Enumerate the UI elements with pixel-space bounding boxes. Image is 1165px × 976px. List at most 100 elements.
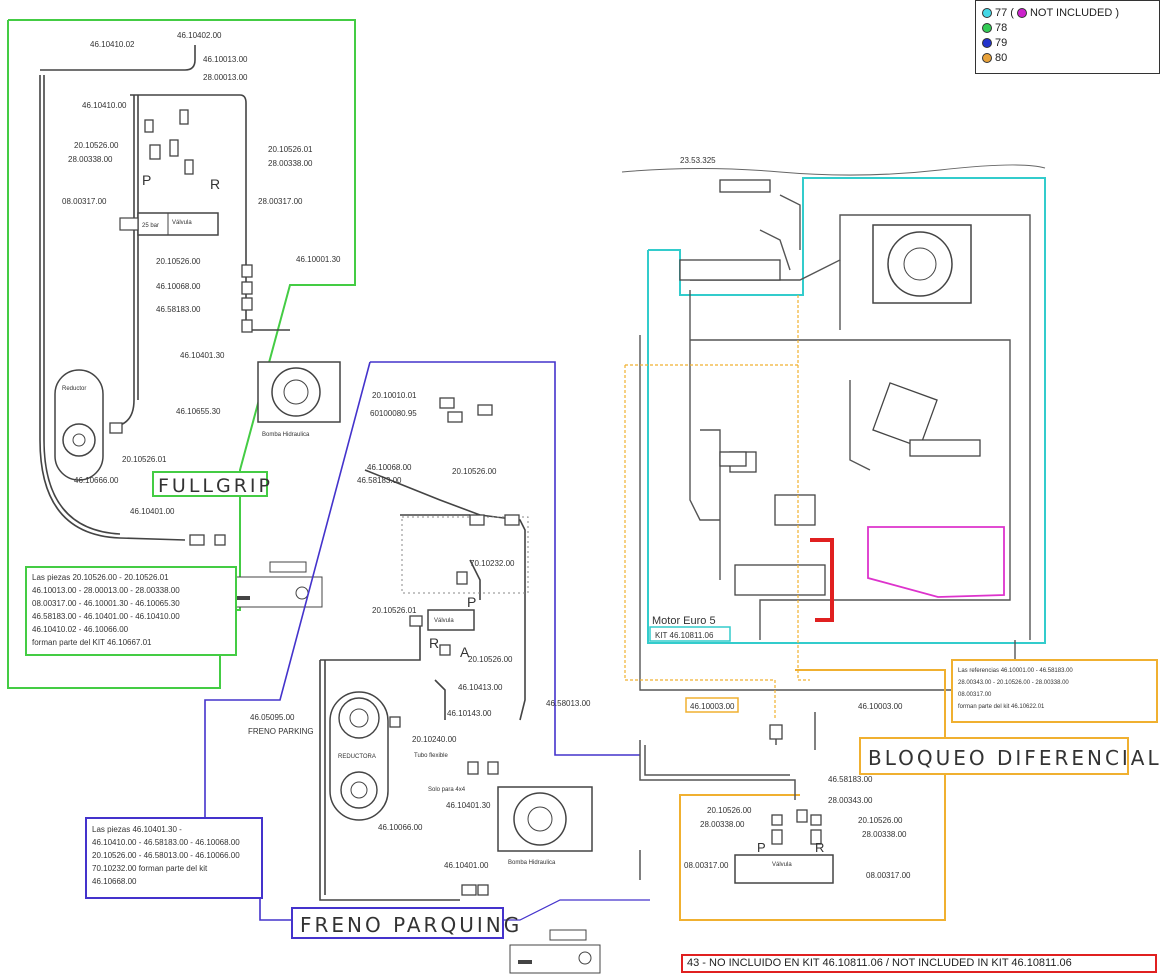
bloqueo-title-box [859,737,1129,775]
freno-tubo-label: Tubo flexible [414,753,448,759]
legend-label-not-included: NOT INCLUDED ) [1029,6,1119,19]
bloqueo-frame [679,669,946,921]
part-label: 20.10526.00 [468,655,513,664]
fullgrip-pump: Bomba Hidraulica [257,361,341,438]
part-label: 20.10526.01 [268,145,313,154]
part-label: 46.10401.30 [446,801,491,810]
freno-outline-right [503,899,650,921]
freno-dotted-region [401,516,529,594]
freno-kit-box [85,817,263,899]
part-label: 46.58013.00 [546,699,591,708]
freno-reductora: REDUCTORA [329,691,389,821]
port-r-label: R [210,176,220,192]
part-label: 46.10143.00 [447,709,492,718]
bloqueo-fittings [769,724,822,845]
part-label: 20.10526.00 [707,806,752,815]
red-pipe [810,538,834,622]
part-label: 46.10410.00 [82,101,127,110]
part-label: 46.10402.00 [177,31,222,40]
bloqueo-title: BLOQUEO DIFERENCIAL [868,746,1162,770]
legend-label-78: 78 [995,21,1008,34]
fullgrip-reductor-label: Reductor [62,386,86,392]
not-included-footnote: 43 - NO INCLUIDO EN KIT 46.10811.06 / NO… [681,954,1157,973]
bloqueo-valve: Válvula [734,854,834,884]
legend-row-78: 78 [982,20,1153,35]
part-label: 20.10526.01 [372,606,417,615]
motor-kit-box [649,626,731,642]
part-label: 20.10526.01 [122,455,167,464]
legend-label-77: 77 ( [995,6,1014,19]
fullgrip-fittings [109,109,253,546]
legend-row-80: 80 [982,50,1153,65]
freno-valve: Válvula [427,609,475,631]
part-label: 46.10001.30 [296,255,341,264]
part-label: 20.10526.00 [74,141,119,150]
kit-line: 70.10232.00 forman parte del kit [92,864,208,873]
kit-line: 28.00343.00 - 20.10526.00 - 28.00338.00 [958,680,1069,686]
freno-outline-left [204,361,371,818]
fullgrip-title: FULLGRIP [158,475,273,497]
fullgrip-valve-label: Válvula [172,220,192,226]
part-label: 46.10655.30 [176,407,221,416]
freno-title-box [291,907,504,939]
kit-line: Las piezas 46.10401.30 - [92,825,182,834]
part-label: 46.10401.30 [180,351,225,360]
part-label: 20.10010.01 [372,391,417,400]
kit-line: Las referencias 46.10001.00 - 46.58183.0… [958,668,1073,674]
kit-line: 08.00317.00 [958,692,992,698]
part-label: 28.00013.00 [203,73,248,82]
freno-pump-label: Bomba Hidraulica [508,860,556,866]
fullgrip-outline [7,19,356,689]
fullgrip-kit-text: Las piezas 20.10526.00 - 20.10526.01 46.… [32,573,180,647]
kit-line: 46.10668.00 [92,877,137,886]
freno-kit-text: Las piezas 46.10401.30 - 46.10410.00 - 4… [92,825,240,886]
legend-row-79: 79 [982,35,1153,50]
part-label: 46.05095.00 [250,713,295,722]
legend-dot-79 [982,37,992,48]
fullgrip-title-box [152,471,268,497]
fullgrip-valve-pressure: 25 bar [142,223,159,229]
freno-outline [370,361,640,756]
kit-line: forman parte del kit 46.10622.01 [958,704,1045,710]
kit-line: 46.58183.00 - 46.10401.00 - 46.10410.00 [32,612,180,621]
freno-outline-bottom [259,870,292,921]
freno-panel [509,929,601,974]
bloqueo-outline-right [797,295,810,681]
motor-top-part: 23.53.325 [680,156,716,165]
part-label: 20.10240.00 [412,735,457,744]
kit-line: forman parte del KIT 46.10667.01 [32,638,152,647]
legend-label-80: 80 [995,51,1008,64]
magenta-not-included [867,526,1005,598]
fullgrip-valve: 25 bar Válvula [119,212,219,236]
part-label: 60100080.95 [370,409,417,418]
fullgrip-panel [229,561,323,608]
part-label: 28.00317.00 [258,197,303,206]
bloqueo-callout-right: 46.10003.00 [858,702,903,711]
freno-valve-label: Válvula [434,618,454,624]
part-label: 46.10401.00 [130,507,175,516]
legend-row-77: 77 ( NOT INCLUDED ) [982,5,1153,20]
legend-dot-80 [982,52,992,63]
bloqueo-callout-box [685,697,739,713]
kit-line: 46.10410.02 - 46.10066.00 [32,625,129,634]
kit-line: 20.10526.00 - 46.58013.00 - 46.10066.00 [92,851,240,860]
kit-line: 46.10013.00 - 28.00013.00 - 28.00338.00 [32,586,180,595]
part-label: 46.10401.00 [444,861,489,870]
legend-label-79: 79 [995,36,1008,49]
freno-part-labels: 20.10010.01 60100080.95 46.10068.00 46.5… [248,391,591,870]
part-label: 46.10666.00 [74,476,119,485]
freno-port-p: P [467,594,476,610]
motor-label: Motor Euro 5 [652,615,716,627]
bloqueo-kit-box [951,659,1158,723]
fullgrip-kit-box [25,566,237,656]
legend: 77 ( NOT INCLUDED ) 78 79 80 [975,0,1160,74]
legend-dot-78 [982,22,992,33]
kit-line: 08.00317.00 - 46.10001.30 - 46.10065.30 [32,599,180,608]
part-label: 70.10232.00 [470,559,515,568]
part-label: 46.58183.00 [156,305,201,314]
legend-dot-77 [982,7,992,18]
fullgrip-piping [39,45,290,541]
bloqueo-port-p: P [757,840,766,855]
motor-outline [647,177,1046,644]
